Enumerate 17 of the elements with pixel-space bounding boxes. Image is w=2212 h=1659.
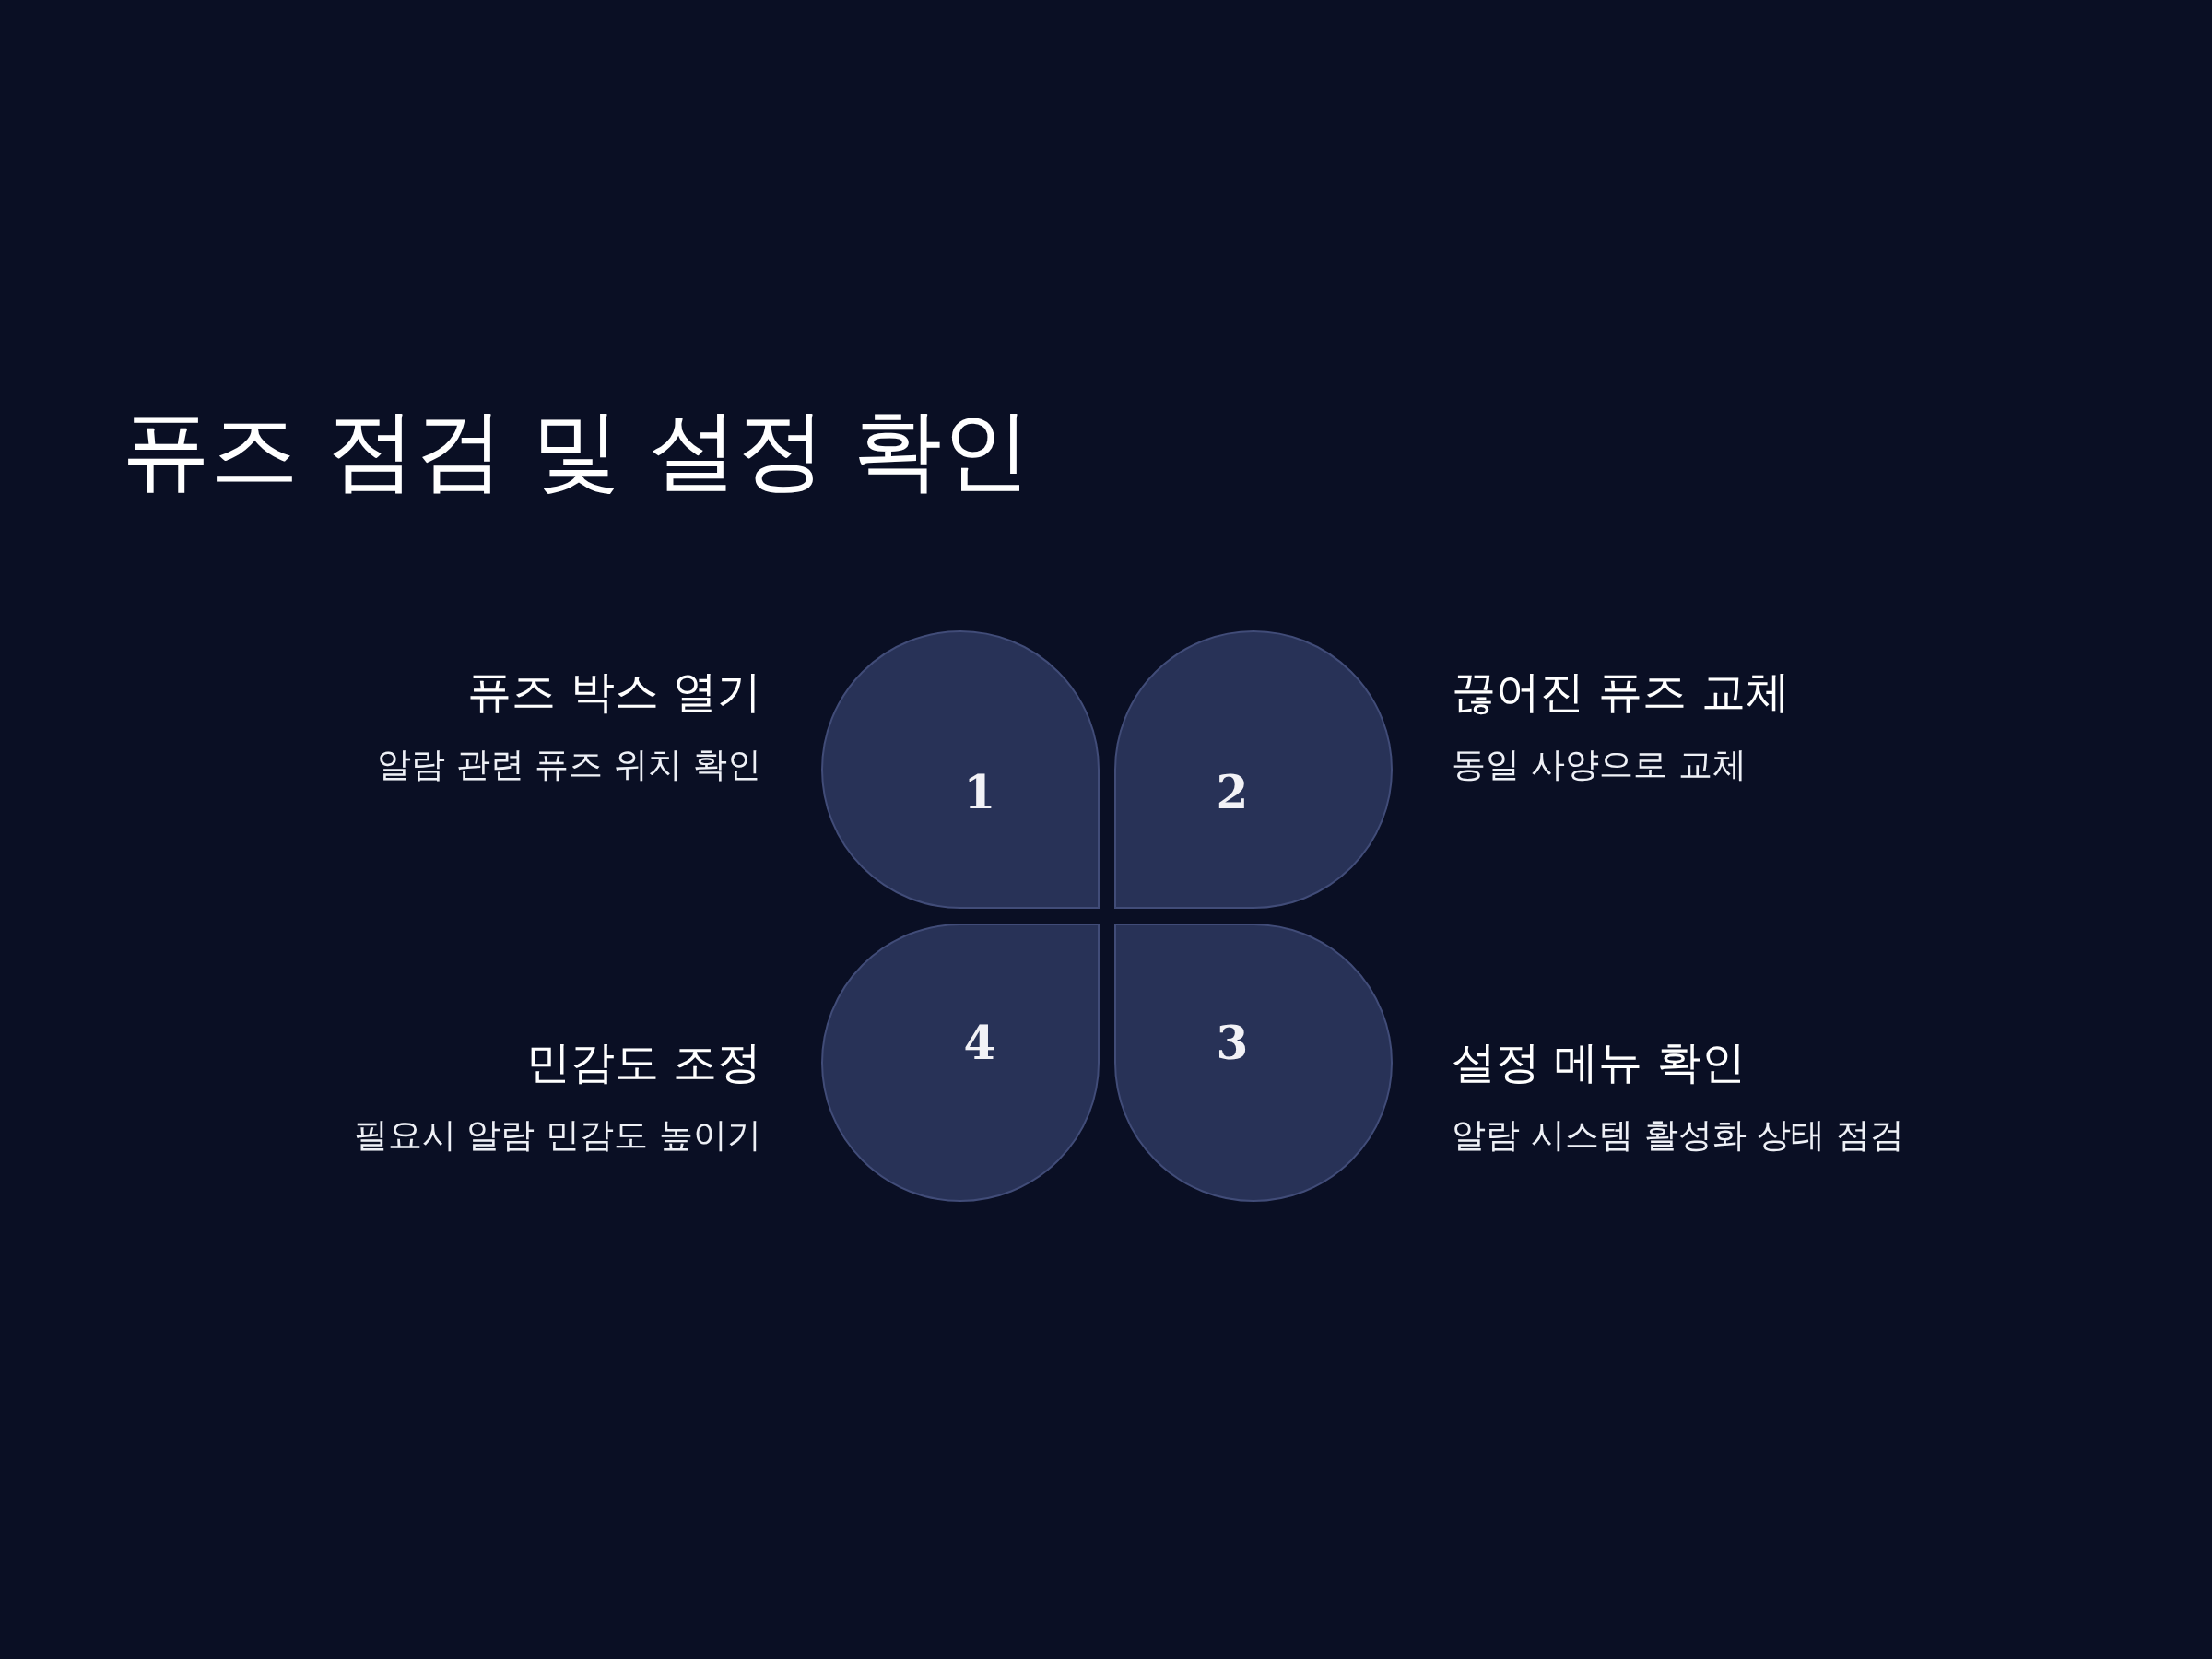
petal-shape xyxy=(821,924,1100,1202)
step-heading: 민감도 조정 xyxy=(525,1035,761,1089)
step-description: 필요시 알람 민감도 높이기 xyxy=(353,1114,761,1157)
step-heading: 퓨즈 박스 열기 xyxy=(467,665,761,719)
step-number: 3 xyxy=(1215,1016,1250,1071)
slide-title: 퓨즈 점검 및 설정 확인 xyxy=(122,397,1031,503)
petal-shape xyxy=(821,630,1100,909)
step-heading: 설정 메뉴 확인 xyxy=(1452,1035,1746,1089)
step-number: 4 xyxy=(962,1016,997,1071)
step-number: 2 xyxy=(1215,765,1250,820)
step-number: 1 xyxy=(962,765,997,820)
petal-shape xyxy=(1114,924,1393,1202)
petal-shape xyxy=(1114,630,1393,909)
step-description: 동일 사양으로 교체 xyxy=(1452,744,1747,786)
step-description: 알람 시스템 활성화 상태 점검 xyxy=(1452,1114,1905,1157)
step-heading: 끊어진 퓨즈 교체 xyxy=(1452,665,1790,719)
step-description: 알람 관련 퓨즈 위치 확인 xyxy=(376,744,761,786)
